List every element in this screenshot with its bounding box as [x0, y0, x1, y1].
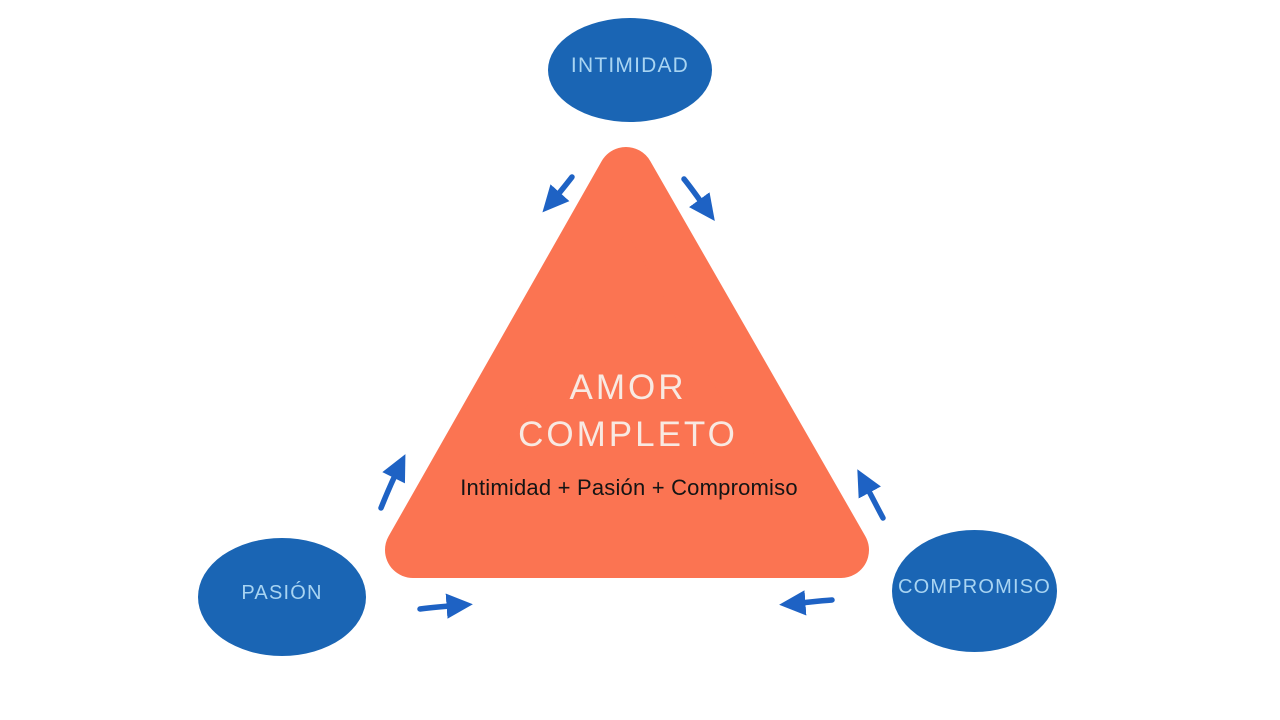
arrow-right-side-icon: [857, 469, 886, 521]
node-pasion-label: PASIÓN: [241, 581, 323, 604]
arrow-left-side-icon: [378, 454, 406, 511]
node-intimidad: INTIMIDAD: [548, 18, 712, 122]
center-label-line1: AMOR: [569, 368, 687, 407]
arrow-bottom-left-icon: [417, 593, 473, 619]
triangle-center-label: AMOR COMPLETO: [428, 364, 828, 458]
arrow-apex-right-icon: [681, 176, 715, 222]
triangle-shape: [385, 147, 869, 578]
node-intimidad-label: INTIMIDAD: [570, 54, 690, 77]
node-compromiso: COMPROMISO: [892, 530, 1057, 652]
arrow-bottom-right-icon: [779, 590, 835, 616]
arrow-apex-left-icon: [542, 174, 575, 213]
formula-text: Intimidad + Pasión + Compromiso: [460, 475, 798, 500]
node-compromiso-label: COMPROMISO: [897, 575, 1052, 598]
center-label-line2: COMPLETO: [518, 415, 738, 454]
node-pasion: PASIÓN: [198, 538, 366, 656]
